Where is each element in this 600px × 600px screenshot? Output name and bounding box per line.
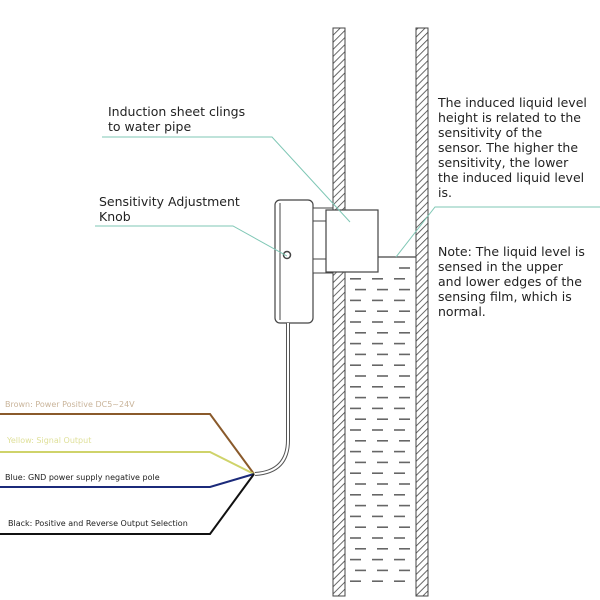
- sensor-body: [274, 199, 314, 324]
- wire-label-brown: Brown: Power Positive DC5~24V: [5, 400, 135, 409]
- wire-black: [0, 473, 255, 535]
- knob-icon: [282, 250, 292, 260]
- leader-induction: [102, 136, 351, 223]
- label-induction-sheet: Induction sheet clings to water pipe: [108, 104, 246, 134]
- leader-level: [395, 206, 600, 258]
- wire-label-yellow: Yellow: Signal Output: [7, 436, 92, 445]
- label-induced-level: The induced liquid level height is relat…: [438, 95, 587, 200]
- pipe-right-wall: [415, 27, 429, 597]
- wire-label-black: Black: Positive and Reverse Output Selec…: [8, 519, 188, 528]
- wire-yellow: [0, 451, 255, 475]
- liquid-dashes: [350, 267, 410, 583]
- pipe-left-wall: [332, 27, 346, 597]
- wire-brown: [0, 413, 255, 475]
- leader-knob: [95, 225, 288, 257]
- sensor-cable: [254, 323, 290, 476]
- induction-sheet: [325, 209, 379, 273]
- label-note: Note: The liquid level is sensed in the …: [438, 244, 585, 319]
- wire-label-blue: Blue: GND power supply negative pole: [5, 473, 160, 482]
- wire-blue: [0, 473, 255, 488]
- label-sensitivity-knob: Sensitivity Adjustment Knob: [99, 194, 240, 224]
